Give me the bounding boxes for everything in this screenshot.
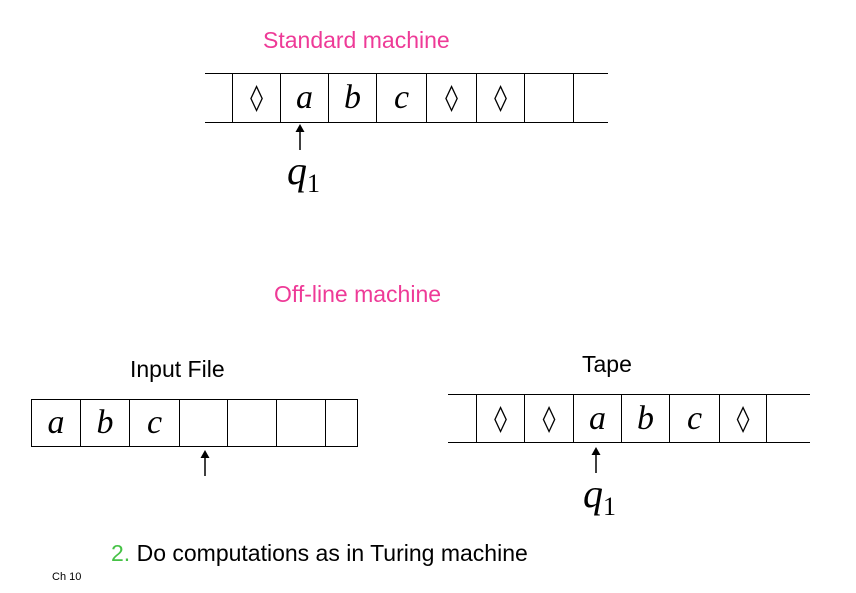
- tape-cell: b: [328, 73, 376, 123]
- tape-cell: ◊: [426, 73, 476, 123]
- tape-label: Tape: [582, 351, 632, 377]
- input-cell: [276, 399, 325, 447]
- tape-cell: c: [669, 394, 719, 443]
- tape-bottom-edge: [448, 442, 810, 443]
- tape-cell: [205, 73, 232, 123]
- step-text: Do computations as in Turing machine: [136, 540, 528, 566]
- tape-cell: ◊: [719, 394, 766, 443]
- offline-tape: ◊ ◊ a b c ◊: [448, 394, 810, 443]
- tape-cell: ◊: [232, 73, 280, 123]
- input-cell: c: [129, 399, 179, 447]
- standard-state-label: q1: [287, 147, 320, 199]
- tape-top-edge: [31, 399, 358, 400]
- tape-head-arrow-icon: [591, 447, 601, 473]
- state-symbol: q: [287, 148, 307, 193]
- input-cell: [179, 399, 227, 447]
- tape-cell: a: [573, 394, 621, 443]
- tape-cell: ◊: [524, 394, 573, 443]
- tape-cell: [524, 73, 573, 123]
- state-subscript: 1: [603, 492, 616, 521]
- tape-cell: [573, 73, 608, 123]
- tape-top-edge: [448, 394, 810, 395]
- input-file-tape: a b c: [31, 399, 358, 447]
- tape-state-label: q1: [583, 470, 616, 522]
- state-subscript: 1: [307, 169, 320, 198]
- input-file-label: Input File: [130, 356, 225, 382]
- tape-cell: [766, 394, 810, 443]
- chapter-footer: Ch 10: [52, 571, 82, 583]
- tape-bottom-edge: [205, 122, 608, 123]
- head-arrow-icon: [295, 124, 305, 150]
- tape-cell: ◊: [476, 73, 524, 123]
- tape-cell: a: [280, 73, 328, 123]
- tape-top-edge: [205, 73, 608, 74]
- tape-cell: c: [376, 73, 426, 123]
- step-number: 2.: [111, 540, 131, 566]
- input-cell: a: [31, 399, 80, 447]
- input-cell: b: [80, 399, 129, 447]
- standard-machine-title: Standard machine: [263, 27, 450, 53]
- offline-machine-title: Off-line machine: [274, 281, 442, 307]
- tape-cell: b: [621, 394, 669, 443]
- standard-tape: ◊ a b c ◊ ◊: [205, 73, 608, 123]
- tape-cell: [448, 394, 476, 443]
- input-cell: [227, 399, 276, 447]
- input-cell: [325, 399, 358, 447]
- input-head-arrow-icon: [200, 450, 210, 476]
- tape-bottom-edge: [31, 446, 358, 447]
- state-symbol: q: [583, 471, 603, 516]
- tape-cell: ◊: [476, 394, 524, 443]
- step-line: 2. Do computations as in Turing machine: [111, 540, 528, 567]
